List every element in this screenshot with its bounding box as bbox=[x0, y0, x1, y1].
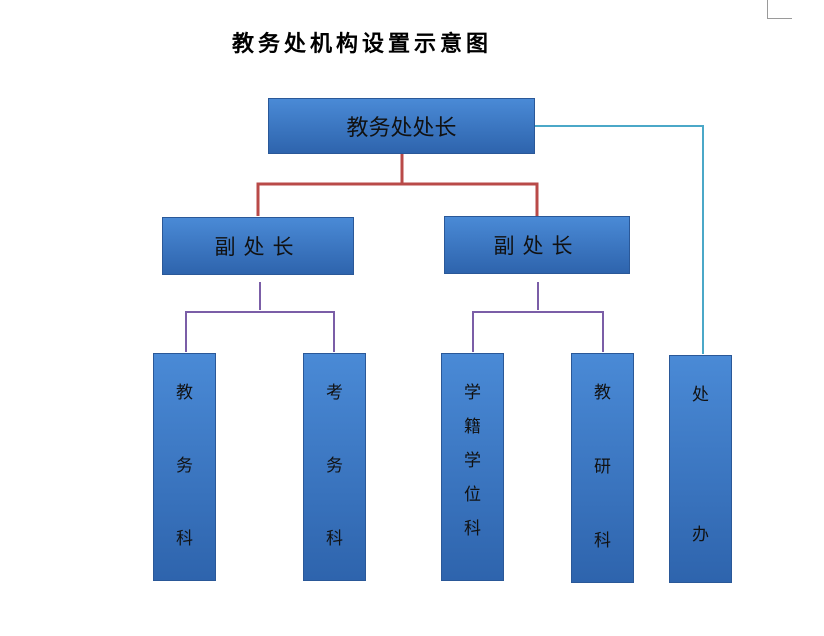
node-char: 学 bbox=[464, 451, 481, 471]
node-char: 籍 bbox=[464, 417, 481, 437]
node-char: 科 bbox=[464, 519, 481, 539]
page-corner-mark bbox=[767, 0, 792, 19]
node-char: 位 bbox=[464, 485, 481, 505]
node-char: 务 bbox=[176, 456, 193, 476]
node-office: 处 办 bbox=[669, 355, 732, 583]
node-char: 处 bbox=[692, 385, 709, 405]
node-section-academic-affairs: 教 务 科 bbox=[153, 353, 216, 581]
connector-left-deputy-branch bbox=[185, 311, 335, 352]
connector-head-deputies bbox=[256, 182, 539, 216]
node-char: 科 bbox=[326, 529, 343, 549]
node-section-teaching-research: 教 研 科 bbox=[571, 353, 634, 583]
node-deputy-right: 副处长 bbox=[444, 216, 630, 274]
connector-right-deputy-branch bbox=[472, 311, 604, 352]
node-char: 教 bbox=[594, 383, 611, 403]
node-section-registry-degrees: 学 籍 学 位 科 bbox=[441, 353, 504, 581]
node-char: 科 bbox=[176, 529, 193, 549]
node-section-examinations: 考 务 科 bbox=[303, 353, 366, 581]
node-head: 教务处处长 bbox=[268, 98, 535, 154]
diagram-title: 教务处机构设置示意图 bbox=[232, 31, 493, 57]
node-char: 学 bbox=[464, 383, 481, 403]
node-char: 考 bbox=[326, 383, 343, 403]
node-char: 科 bbox=[594, 531, 611, 551]
connector-head-office bbox=[535, 125, 704, 354]
node-char: 研 bbox=[594, 457, 611, 477]
node-char: 务 bbox=[326, 456, 343, 476]
node-char: 教 bbox=[176, 383, 193, 403]
node-deputy-left: 副处长 bbox=[162, 217, 354, 275]
node-char: 办 bbox=[692, 525, 709, 545]
